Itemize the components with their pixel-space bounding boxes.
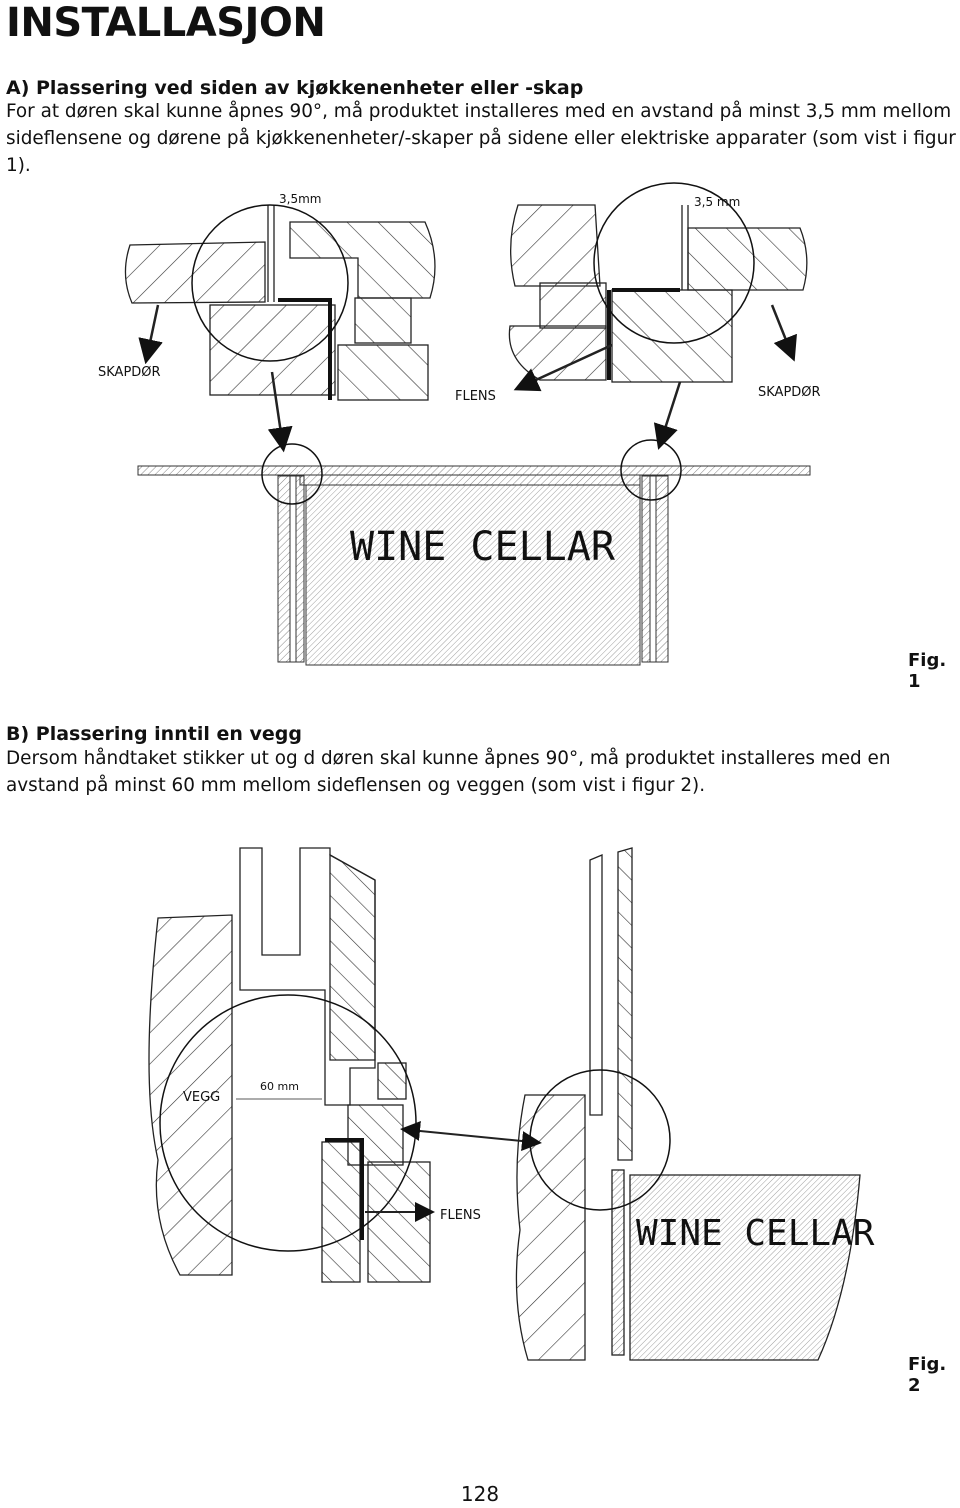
fig2-flange-label: FLENS (440, 1208, 481, 1223)
page-number: 128 (460, 1482, 500, 1506)
fig2-wall-label: VEGG (183, 1090, 220, 1105)
section-a-heading: A) Plassering ved siden av kjøkkenenhete… (6, 77, 584, 99)
fig2-left-detail (148, 847, 435, 1283)
fig2-gap-label: 60 mm (260, 1080, 299, 1093)
fig1-gap-right-label: 3,5 mm (694, 195, 740, 209)
section-b-heading: B) Plassering inntil en vegg (6, 723, 302, 745)
page-title: INSTALLASJON (6, 0, 326, 46)
fig1-product-text: WINE CELLAR (350, 524, 616, 570)
figure-1-caption: Fig. 1 (908, 650, 947, 692)
figure-1-diagram: 3,5mm SKAPDØR 3,5 mm FLENS SKAPDØR WINE … (98, 182, 821, 666)
figure-2-caption: Fig. 2 (908, 1354, 947, 1396)
section-b-text: Dersom håndtaket stikker ut og d døren s… (6, 748, 891, 796)
fig2-product-text: WINE CELLAR (636, 1213, 875, 1254)
fig1-right-detail (508, 182, 808, 450)
fig1-flange-label: FLENS (455, 389, 496, 404)
fig1-left-door-label: SKAPDØR (98, 365, 161, 380)
figure-2-diagram: VEGG 60 mm FLENS WINE CELLAR (148, 847, 875, 1361)
fig1-overview (137, 439, 811, 666)
fig2-right-detail (400, 847, 861, 1361)
section-a-text: For at døren skal kunne åpnes 90°, må pr… (6, 101, 956, 176)
fig1-gap-left-label: 3,5mm (279, 192, 321, 206)
fig1-left-detail (124, 204, 436, 453)
fig1-right-door-label: SKAPDØR (758, 385, 821, 400)
